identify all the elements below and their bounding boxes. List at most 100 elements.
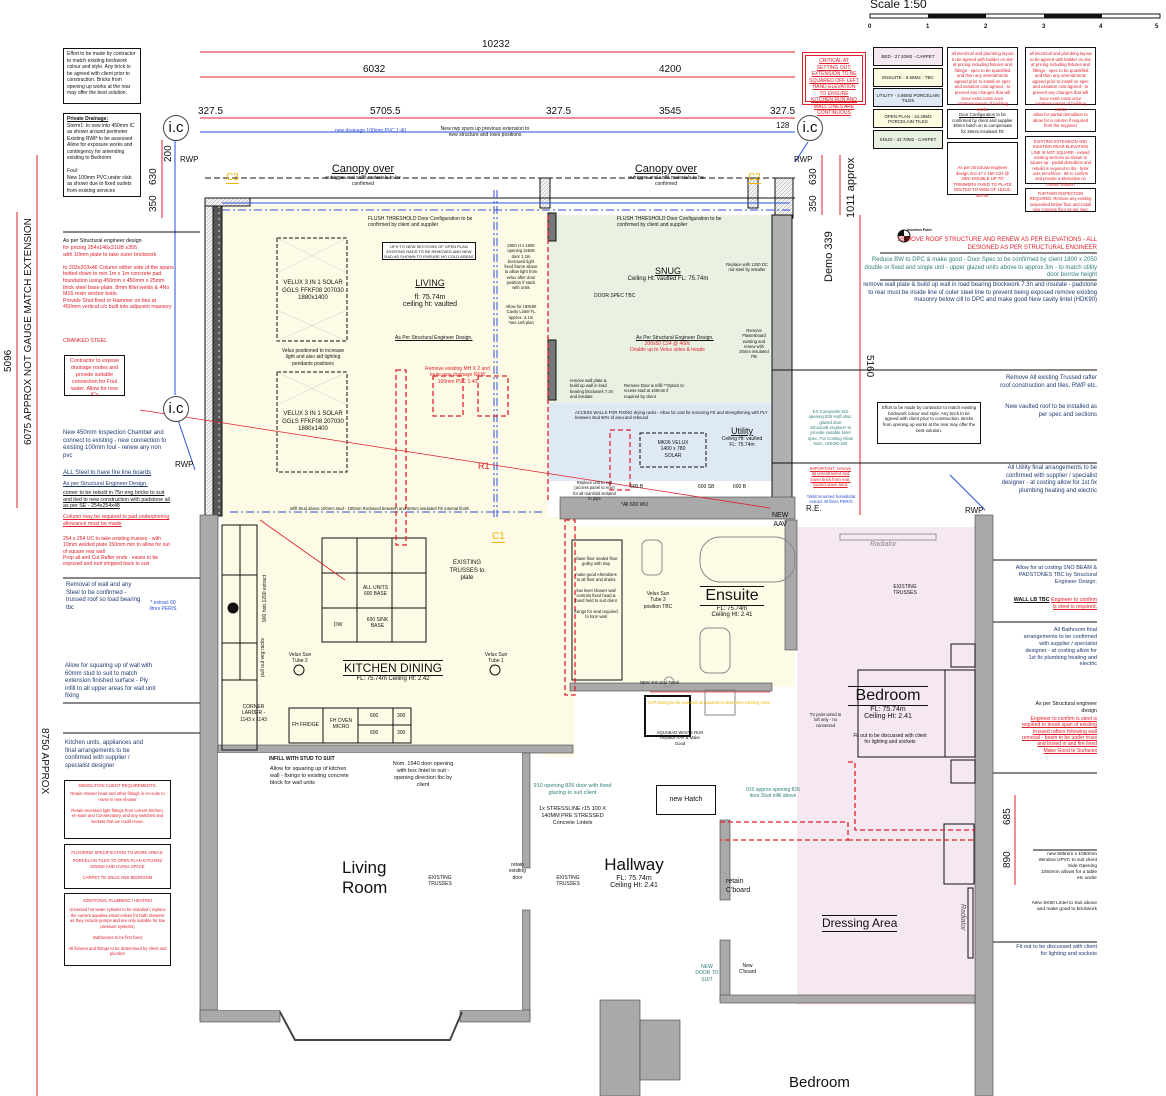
beam-note: Allow for at costing 1NO BEAM & PADSTONE… bbox=[1015, 565, 1097, 585]
replace-unit-note: Replace unit to suit (access panel to re… bbox=[573, 480, 616, 501]
drainage-note: new drainage 100mm PVC 1:40 bbox=[335, 128, 406, 134]
dishwasher-label: DW bbox=[334, 622, 343, 628]
waste-run-note: AQUABAD WASTE RUN Replace AAV & Make Goo… bbox=[656, 730, 704, 746]
legend-bed: BED - 27.20M2 - CARPET bbox=[873, 47, 943, 66]
opening-910-note: 910 opening 826 door with fixed glazing … bbox=[533, 783, 612, 796]
rwp-label: RWP bbox=[794, 155, 813, 164]
new-cupboard-label: New C'board bbox=[738, 963, 757, 976]
door-config-title: Door Configuration bbox=[959, 112, 996, 117]
existing-trusses-label: EXISTING TRUSSES bbox=[428, 875, 452, 888]
svp-note: SVP boxing to be exposed as required to … bbox=[648, 700, 770, 705]
electrical-note: all electrical and plumbing layout to be… bbox=[947, 47, 1018, 112]
room-ceiling: Ceiling Ht: vaulted bbox=[721, 436, 763, 442]
sun-tube-label: Velux Sun Tube 1 bbox=[484, 652, 508, 665]
all-units-label: ALL UNITS 600 BASE bbox=[362, 585, 389, 598]
room-snug: SNUG Ceiling Ht: vaulted FL: 75.74m bbox=[620, 266, 716, 282]
insulated-stud-note: infill Stud above 100mm stud - 100mm Roc… bbox=[290, 506, 469, 511]
structural-label: As Per Structural Engineer Design. bbox=[636, 335, 714, 341]
corner-rebuild-note: corner to be rebuilt in 75n eng bricks t… bbox=[63, 490, 170, 510]
effort-note: Effort to be made by contractor to match… bbox=[877, 402, 981, 444]
room-title: KITCHEN DINING bbox=[343, 660, 443, 676]
leader-lines bbox=[63, 231, 1097, 943]
dim-left-span: 6032 bbox=[363, 64, 386, 75]
room-dressing-area: Dressing Area bbox=[822, 915, 898, 932]
demolition-note: DEMOLITION CLIENT REQUIREMENTS: Retain s… bbox=[64, 780, 171, 839]
existing-trusses-label: EXISTING TRUSSES bbox=[556, 875, 580, 888]
utility-arrangements-note: All Utility final arrangements to be con… bbox=[1001, 465, 1097, 494]
dim-left-350: 350 bbox=[148, 195, 159, 212]
dim-overall: 10232 bbox=[482, 39, 510, 50]
radiator-label: Radiator bbox=[870, 541, 897, 548]
inspection-chamber-note: New 450mm Inspection Chamber and connect… bbox=[63, 430, 167, 459]
room-ceiling: Ceiling Ht: 2.41 bbox=[711, 612, 753, 618]
bedroom-fill bbox=[797, 527, 975, 1005]
plumbing-note: ADDITIONAL PLUMBING / HEATING Unvented h… bbox=[64, 893, 171, 966]
further-inspection-note: FURTHER INSPECTION REQUIRED: Remove any … bbox=[1025, 188, 1096, 212]
room-title: Bedroom bbox=[848, 686, 928, 706]
velux-windows bbox=[276, 237, 707, 473]
demolition-text: Retain shower head and other fittings in… bbox=[70, 791, 165, 824]
dim-5096: 5096 bbox=[3, 349, 14, 372]
room-floor-level: FL: 75.74m bbox=[729, 442, 755, 448]
room-note: outrigger and soffit materials to be con… bbox=[325, 175, 401, 187]
cavity-lintel-note: Allow for HDK90 Cavity Lintel FL approx.… bbox=[505, 304, 537, 325]
sun-tube-label: Velux Sun Tube 3 position TBC bbox=[643, 591, 673, 610]
access-walls-note: ACCESS WALLS FOR FIXING drying racks - A… bbox=[575, 410, 768, 421]
legend-utility: UTILITY - 4.86M2 PORCELAIN TILES bbox=[873, 88, 943, 107]
column-note: Column may be required to pad underpinni… bbox=[63, 514, 170, 527]
stressline-note: 1x STRESSLINE r15 100 X 140MM PRE STRESS… bbox=[539, 806, 606, 826]
living-room-fill bbox=[218, 753, 522, 1010]
room-floor-level: FL: 75.74m bbox=[716, 606, 748, 612]
wall-squaring-note: Allow for squaring up of wall with 60mm … bbox=[65, 663, 156, 699]
room-title: Canopy over bbox=[634, 163, 698, 175]
structural-label: As Per Structural Engineer Design. bbox=[395, 335, 473, 341]
door-config-note: Door Configuration to be confirmed by cl… bbox=[947, 109, 1018, 139]
existing-trusses-label: EXISTING TRUSSES to plate bbox=[449, 560, 485, 581]
reduce-bw-note: Reduce BW to DPC & make good - Door Spec… bbox=[864, 257, 1097, 278]
flooring-text: PORCELAIN TILES TO OPEN PLAN KITCHEN/ DI… bbox=[72, 858, 163, 880]
bathroom-fixtures bbox=[571, 536, 796, 737]
room-canopy-right: Canopy over outrigger and soffit materia… bbox=[623, 163, 709, 187]
room-hallway: Hallway FL: 75.74m Ceiling Ht: 2.41 bbox=[600, 855, 668, 889]
scale-tick: 1 bbox=[926, 24, 930, 30]
new-stud-note: NEW 400 stud TWall bbox=[640, 680, 679, 685]
sun-tube-label: Velux Sun Tube 2 bbox=[288, 652, 312, 665]
unit-label: 600 B bbox=[630, 484, 644, 490]
effort-note: Effort to be made by contractor to match… bbox=[63, 48, 141, 104]
drainage-text: Storm1: to new into 450mm IC as shown ar… bbox=[67, 122, 135, 194]
drainage-red-dashed bbox=[395, 215, 975, 841]
bathroom-arrangements-note: All Bathroom final arrangements to be co… bbox=[1023, 627, 1097, 668]
unit-label: 300 bbox=[397, 713, 406, 719]
partial-demolition-note: allow for partial demolition to allow fo… bbox=[1025, 109, 1096, 132]
bedroom-fitout-note: Fit out to be discussed with client for … bbox=[853, 733, 927, 746]
fridge-label: FH FRIDGE bbox=[292, 722, 319, 728]
remove-door-note: Remove Door & Infill **Option to recess … bbox=[624, 383, 684, 399]
structural-red-note: Engineer to confirm is steel is required… bbox=[1021, 716, 1097, 754]
door-spec-label: DOOR SPEC TBC bbox=[594, 293, 636, 299]
remove-roof-note: REMOVE ROOF STRUCTURE AND RENEW AS PER E… bbox=[897, 237, 1097, 251]
inspection-chamber-marker: i.c bbox=[163, 115, 189, 141]
wall-plate-note: remove wall plate & build up wall in loa… bbox=[863, 282, 1097, 303]
inspection-chamber-marker: i.c bbox=[163, 396, 189, 422]
scale-tick: 5 bbox=[1155, 24, 1159, 30]
sink-label: 600 SINK BASE bbox=[366, 617, 389, 630]
pullout-label: pull out veg racks bbox=[260, 638, 266, 677]
dim-pier: 327.5 bbox=[546, 106, 572, 117]
uc-note: 254 x 254 UC to take existing trusses - … bbox=[63, 536, 170, 568]
dim-window-685: 685 bbox=[1002, 808, 1013, 825]
flush-threshold-note: FLUSH THRESHOLD Door Configuration to be… bbox=[617, 216, 722, 229]
plumbing-title: ADDITIONAL PLUMBING / HEATING bbox=[82, 898, 153, 903]
wall-lb-red: Engineer to confirm is steel is required… bbox=[1051, 597, 1097, 610]
room-living-room: Living Room bbox=[342, 858, 388, 897]
radiator-label: Radiator bbox=[959, 904, 966, 931]
ex-composite-note: EX Composite 910 opening 826 Half obsc. … bbox=[808, 409, 853, 447]
dim-pier: 327.5 bbox=[198, 106, 224, 117]
cranked-steel-label: CRANKED STEEL bbox=[63, 338, 108, 344]
room-title: Canopy over bbox=[331, 163, 395, 175]
steel-lines bbox=[174, 131, 986, 517]
dim-snug-span: 3545 bbox=[659, 106, 682, 117]
dim-left-630: 630 bbox=[148, 168, 159, 185]
kitchen-units bbox=[221, 524, 675, 751]
room-floor-level: FL: 75.74m Ceiling Ht: 2.42 bbox=[356, 676, 430, 682]
room-ceiling: Ceiling Ht: vaulted FL: 75.74m bbox=[627, 276, 709, 282]
